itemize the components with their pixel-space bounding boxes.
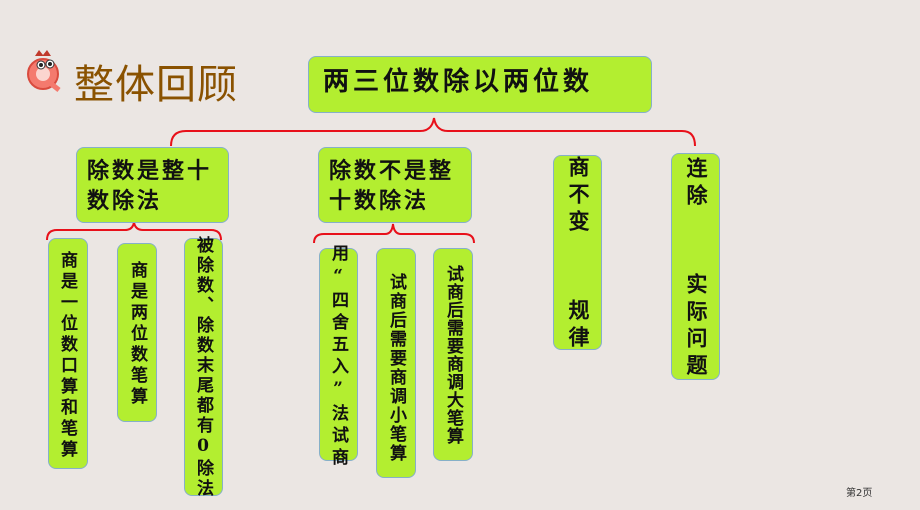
leaf-two-digit-quotient: 商是两位数笔算 xyxy=(117,243,157,422)
branch-continuous-division: 连除 实际问题 xyxy=(671,153,720,381)
leaf-adjust-smaller: 试商后需要商调小笔算 xyxy=(376,248,416,478)
section-title: 整体回顾 xyxy=(74,62,238,108)
branch-divisor-not-whole-ten: 除数不是整十数除法 xyxy=(318,147,472,223)
branch2-bracket xyxy=(313,223,475,244)
leaf-rounding-trial: 用“四舍五入”法试商 xyxy=(319,244,358,470)
leaf-adjust-larger: 试商后需要商调大笔算 xyxy=(433,248,473,461)
branch-quotient-invariance: 商不变 规律 xyxy=(553,155,602,353)
main-topic-box: 两三位数除以两位数 xyxy=(308,56,652,113)
leaf-one-digit-quotient: 商是一位数口算和笔算 xyxy=(48,238,88,469)
logo-q-icon xyxy=(25,50,63,92)
page-number: 第2页 xyxy=(846,488,873,499)
leaf-trailing-zeros: 被除数、除数末尾都有0除法 xyxy=(184,236,223,499)
main-bracket xyxy=(170,117,696,147)
branch-divisor-whole-ten: 除数是整十数除法 xyxy=(76,147,229,223)
